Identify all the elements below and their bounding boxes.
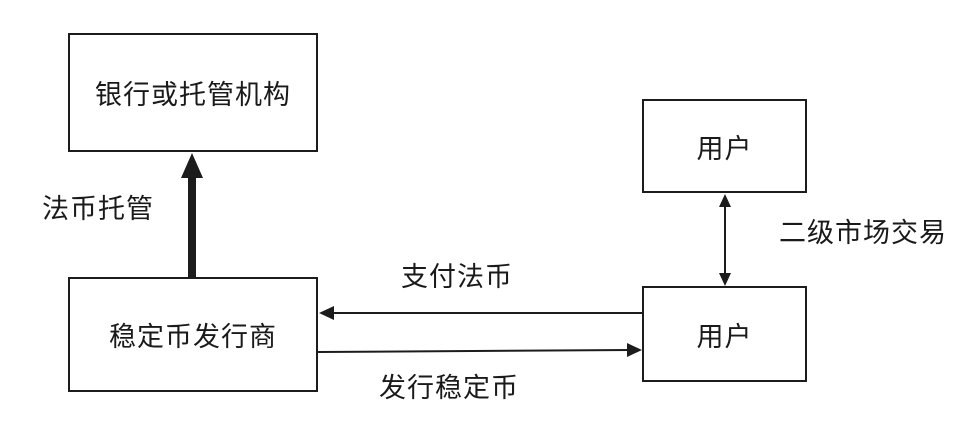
node-bank-label: 银行或托管机构 bbox=[95, 80, 291, 110]
fiat-custody-arrow bbox=[181, 153, 203, 277]
node-user-bottom: 用户 bbox=[642, 286, 807, 382]
node-stablecoin-issuer: 稳定币发行商 bbox=[68, 277, 318, 392]
edge-label-issue-stablecoin: 发行稳定币 bbox=[379, 373, 519, 403]
node-user-top: 用户 bbox=[642, 99, 807, 193]
secondary-market-arrow bbox=[719, 194, 731, 286]
pay-fiat-arrow bbox=[319, 306, 642, 320]
edge-label-secondary-market: 二级市场交易 bbox=[779, 218, 947, 248]
issue-stablecoin-arrow bbox=[317, 343, 642, 357]
edge-label-fiat-custody: 法币托管 bbox=[42, 194, 154, 224]
edge-label-pay-fiat: 支付法币 bbox=[401, 262, 513, 292]
node-stablecoin-issuer-label: 稳定币发行商 bbox=[109, 322, 277, 352]
node-user-bottom-label: 用户 bbox=[696, 321, 753, 352]
node-user-top-label: 用户 bbox=[696, 133, 753, 164]
node-bank: 银行或托管机构 bbox=[68, 33, 318, 152]
